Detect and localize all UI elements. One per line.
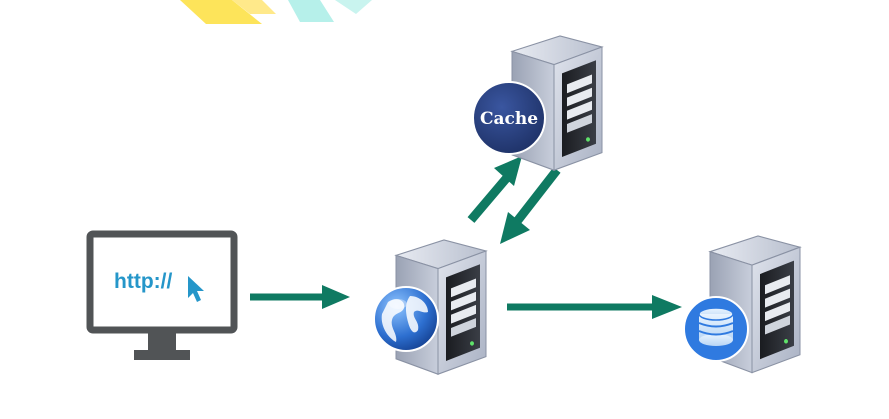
- banner-teal-stripe: [288, 0, 334, 22]
- mouse-cursor-icon: [188, 276, 204, 302]
- top-banner-decoration: [180, 0, 372, 24]
- url-text: http://: [114, 270, 172, 293]
- arrow-proxy-to-origin: [507, 295, 682, 319]
- banner-teal-stripe-light: [335, 0, 372, 14]
- banner-yellow-stripe: [180, 0, 262, 24]
- client-monitor: http://: [86, 230, 238, 360]
- monitor-icon: [86, 230, 238, 360]
- banner-yellow-stripe-light: [232, 0, 276, 14]
- proxy-server: [373, 239, 487, 375]
- globe-icon: [373, 286, 439, 352]
- cache-server: Cache: [472, 35, 603, 171]
- arrow-cache-to-proxy: [500, 167, 561, 244]
- cache-badge: Cache: [472, 81, 546, 155]
- arrow-proxy-to-cache: [467, 156, 522, 223]
- arrow-client-to-proxy: [250, 285, 350, 309]
- cache-label: Cache: [480, 109, 538, 129]
- monitor-base: [134, 350, 190, 360]
- database-icon: [683, 296, 749, 362]
- monitor-neck: [148, 330, 176, 350]
- origin-server: [683, 235, 801, 374]
